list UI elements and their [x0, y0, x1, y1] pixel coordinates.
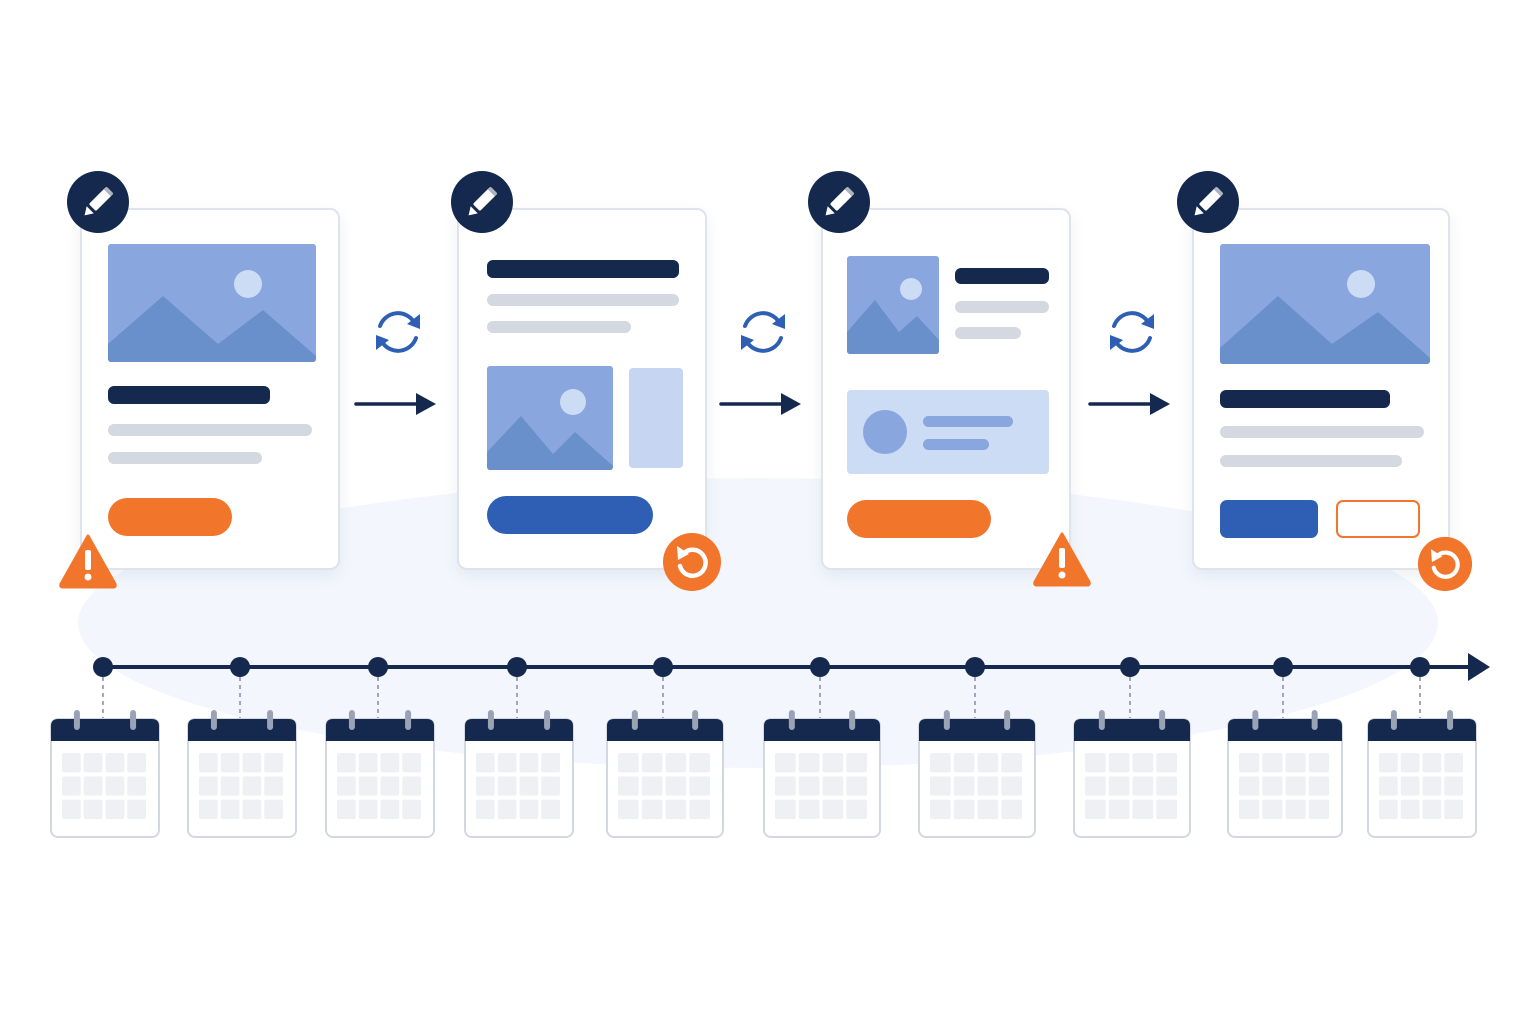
headline-bar — [955, 268, 1049, 284]
calendar-icon — [762, 710, 882, 843]
timeline-axis — [93, 653, 1490, 718]
warning-icon — [57, 532, 119, 590]
cta-button-placeholder — [847, 500, 991, 538]
milestone-dot — [653, 657, 673, 677]
arrow-right-icon — [1088, 389, 1172, 424]
calendar-icon — [1226, 710, 1344, 843]
milestone-dot — [1273, 657, 1293, 677]
warning-icon — [1031, 530, 1093, 588]
undo-icon — [662, 532, 722, 592]
avatar-placeholder — [863, 410, 907, 454]
milestone-dot — [1410, 657, 1430, 677]
pencil-icon — [808, 171, 870, 233]
sidebar-panel-placeholder — [629, 368, 683, 468]
arrow-head-icon — [1468, 653, 1490, 681]
text-line — [923, 439, 989, 450]
thumbnail-image-placeholder — [847, 256, 939, 354]
headline-bar — [108, 386, 270, 404]
calendar-icon — [1072, 710, 1192, 843]
arrow-right-icon — [719, 389, 803, 424]
calendar-icon — [605, 710, 725, 843]
milestone-dot — [507, 657, 527, 677]
arrow-right-icon — [354, 389, 438, 424]
text-line — [108, 452, 262, 464]
headline-bar — [1220, 390, 1390, 408]
text-line — [1220, 455, 1402, 467]
text-line — [108, 424, 312, 436]
calendar-icon — [463, 710, 575, 843]
layout-version-card-4 — [1192, 208, 1450, 570]
milestone-dot — [810, 657, 830, 677]
calendar-icon — [1366, 710, 1478, 843]
calendar-icon — [186, 710, 298, 843]
pencil-icon — [67, 171, 129, 233]
sync-icon — [1102, 302, 1162, 367]
layout-version-card-1 — [80, 208, 340, 570]
sync-icon — [733, 302, 793, 367]
milestone-dot — [965, 657, 985, 677]
hero-image-placeholder — [108, 244, 316, 362]
layout-version-card-3 — [821, 208, 1071, 570]
calendar-icon — [49, 710, 161, 843]
undo-icon — [1417, 536, 1473, 592]
headline-bar — [487, 260, 679, 278]
primary-button-placeholder — [1220, 500, 1318, 538]
text-line — [955, 327, 1021, 339]
secondary-button-placeholder — [1336, 500, 1420, 538]
image-placeholder — [487, 366, 613, 470]
hero-image-placeholder — [1220, 244, 1430, 364]
milestone-dot — [93, 657, 113, 677]
pencil-icon — [451, 171, 513, 233]
pencil-icon — [1177, 171, 1239, 233]
calendar-icon — [917, 710, 1037, 843]
cta-button-placeholder — [487, 496, 653, 534]
text-line — [955, 301, 1049, 313]
sync-icon — [368, 302, 428, 367]
calendar-icon — [324, 710, 436, 843]
milestone-dot — [230, 657, 250, 677]
text-line — [487, 321, 631, 333]
layout-version-card-2 — [457, 208, 707, 570]
text-line — [487, 294, 679, 306]
cta-button-placeholder — [108, 498, 232, 536]
text-line — [1220, 426, 1424, 438]
milestone-dot — [368, 657, 388, 677]
text-line — [923, 416, 1013, 427]
milestone-dot — [1120, 657, 1140, 677]
